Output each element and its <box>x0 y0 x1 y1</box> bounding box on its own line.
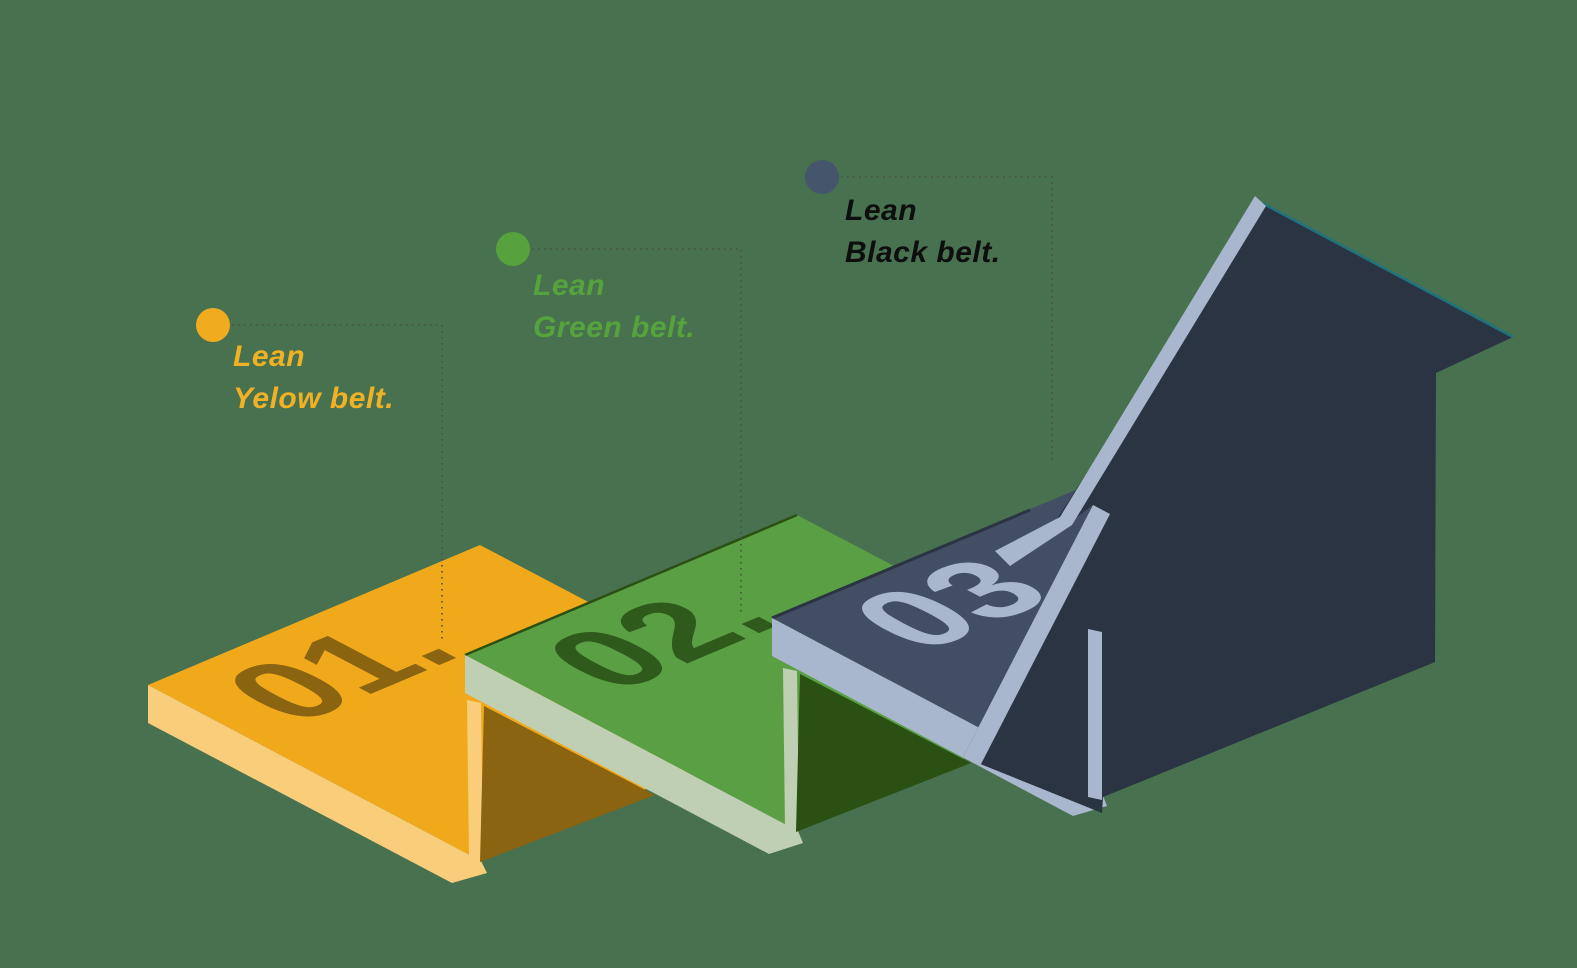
step-1-side-edge <box>148 685 487 883</box>
growth-arrow <box>963 196 1514 813</box>
step-1-notch-edge <box>467 700 483 861</box>
callout-3-dot <box>805 160 839 194</box>
callout-2-title-line2: Green belt. <box>533 311 695 344</box>
step-3-edge-line <box>771 508 1031 620</box>
step-2-notch-edge <box>783 668 799 831</box>
callout-3-connector-line <box>841 176 1053 460</box>
callout-1-title-line1: Lean <box>233 340 305 373</box>
step-2-side-edge <box>465 655 803 854</box>
arrow-accent-line <box>1261 201 1514 339</box>
callout-lean-yellow-belt: Lean Yelow belt. <box>196 308 443 642</box>
callout-3-title-line1: Lean <box>845 194 917 227</box>
arrow-shaft-highlight <box>995 196 1266 566</box>
callout-2-dot <box>496 232 530 266</box>
callout-1-dot <box>196 308 230 342</box>
callout-lean-green-belt: Lean Green belt. <box>496 232 742 614</box>
callout-3-title-line2: Black belt. <box>845 236 1001 269</box>
step-2-notch-shadow <box>796 674 971 832</box>
step-3-notch-edge-vertical <box>1088 629 1102 800</box>
callout-1-connector-line <box>232 324 443 642</box>
callout-2-title-line1: Lean <box>533 269 605 302</box>
callout-1-title-line2: Yelow belt. <box>233 382 394 415</box>
step-1-notch-shadow <box>480 706 655 862</box>
step-3-notch-edge-diagonal <box>963 505 1110 766</box>
step-2-notch <box>783 668 971 832</box>
callout-lean-black-belt: Lean Black belt. <box>805 160 1053 460</box>
